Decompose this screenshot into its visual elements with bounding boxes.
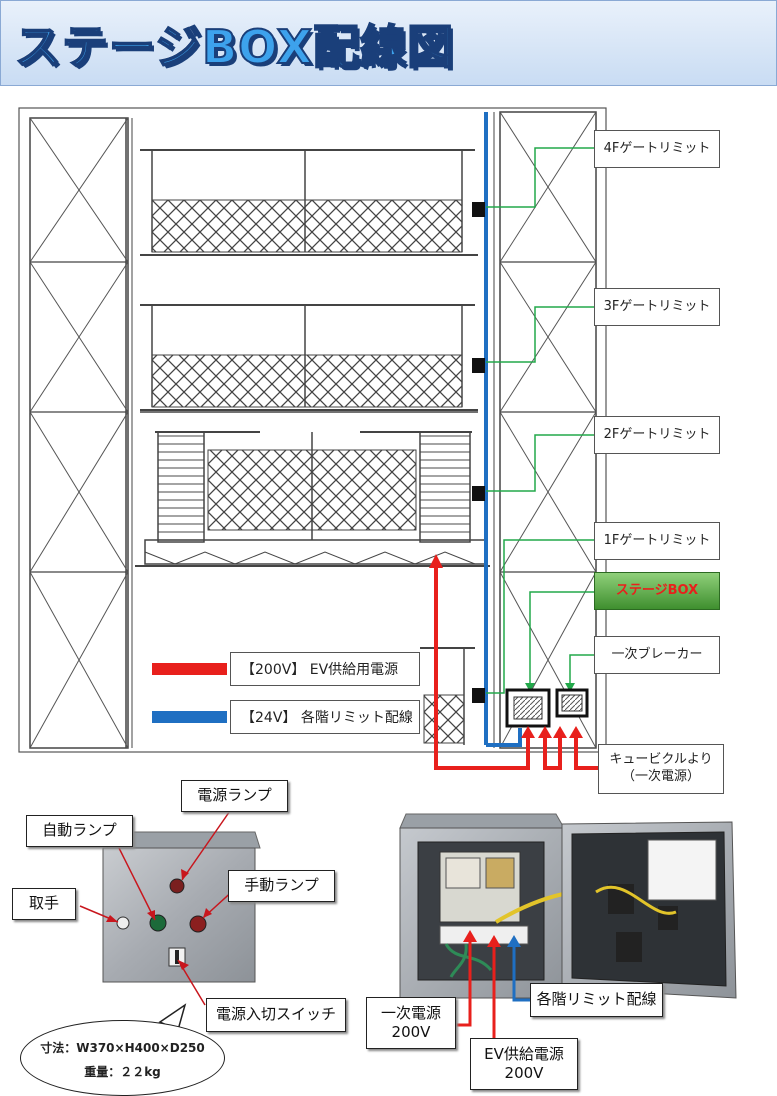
limit-switch-3f <box>472 358 485 373</box>
label-stage-box: ステージBOX <box>594 572 720 610</box>
callout-primary-power: 一次電源 200V <box>366 997 456 1049</box>
limit-switch-2f <box>472 486 485 501</box>
callout-primary-power-line2: 200V <box>391 1023 431 1041</box>
label-gate-limit-3f: 3Fゲートリミット <box>594 288 720 326</box>
label-primary-breaker: 一次ブレーカー <box>594 636 720 674</box>
callout-floor-limit-wiring: 各階リミット配線 <box>530 983 663 1017</box>
limit-switch-1f <box>472 688 485 703</box>
handle <box>116 916 130 930</box>
callout-auto-lamp: 自動ランプ <box>26 815 133 847</box>
label-gate-limit-2f: 2Fゲートリミット <box>594 416 720 454</box>
left-mast <box>29 117 133 749</box>
callout-ev-power-line2: 200V <box>504 1064 544 1082</box>
callout-primary-power-line1: 一次電源 <box>380 1003 441 1022</box>
arrow-to-stagebox <box>525 683 535 692</box>
callout-ev-power-line1: EV供給電源 <box>484 1044 564 1063</box>
power-lamp <box>169 878 185 894</box>
spec-bubble: 寸法：W370×H400×D250 重量：２２kg <box>20 1020 225 1096</box>
landing-4f <box>140 149 478 256</box>
gate-wires <box>486 147 594 694</box>
header-banner: ステージBOX配線図 <box>0 0 777 86</box>
callout-ev-power: EV供給電源 200V <box>470 1038 578 1090</box>
callout-power-switch: 電源入切スイッチ <box>206 998 346 1032</box>
callout-manual-lamp: 手動ランプ <box>228 870 335 902</box>
power-wire-200v <box>434 566 598 770</box>
label-from-cubicle: キュービクルより （一次電源） <box>598 744 724 794</box>
legend-200v: 【200V】 EV供給用電源 <box>230 652 420 686</box>
elevator-cage <box>135 411 490 567</box>
legend-swatch-24v <box>152 711 227 723</box>
label-gate-limit-4f: 4Fゲートリミット <box>594 130 720 168</box>
landing-3f <box>140 304 478 411</box>
spec-weight: 重量：２２kg <box>84 1065 161 1079</box>
page-title: ステージBOX配線図 <box>14 19 455 75</box>
callout-handle: 取手 <box>12 888 76 920</box>
manual-lamp <box>189 915 207 933</box>
callout-power-lamp: 電源ランプ <box>181 780 288 812</box>
label-gate-limit-1f: 1Fゲートリミット <box>594 522 720 560</box>
label-from-cubicle-line2: （一次電源） <box>621 769 700 784</box>
legend-24v: 【24V】 各階リミット配線 <box>230 700 420 734</box>
landing-1f <box>420 647 475 745</box>
spec-dimensions: 寸法：W370×H400×D250 <box>40 1041 205 1055</box>
stage-box-interior-photo <box>399 813 737 999</box>
arrow-to-breaker <box>565 683 575 692</box>
label-from-cubicle-line1: キュービクルより <box>609 752 713 768</box>
legend-swatch-200v <box>152 663 227 675</box>
limit-switch-4f <box>472 202 485 217</box>
